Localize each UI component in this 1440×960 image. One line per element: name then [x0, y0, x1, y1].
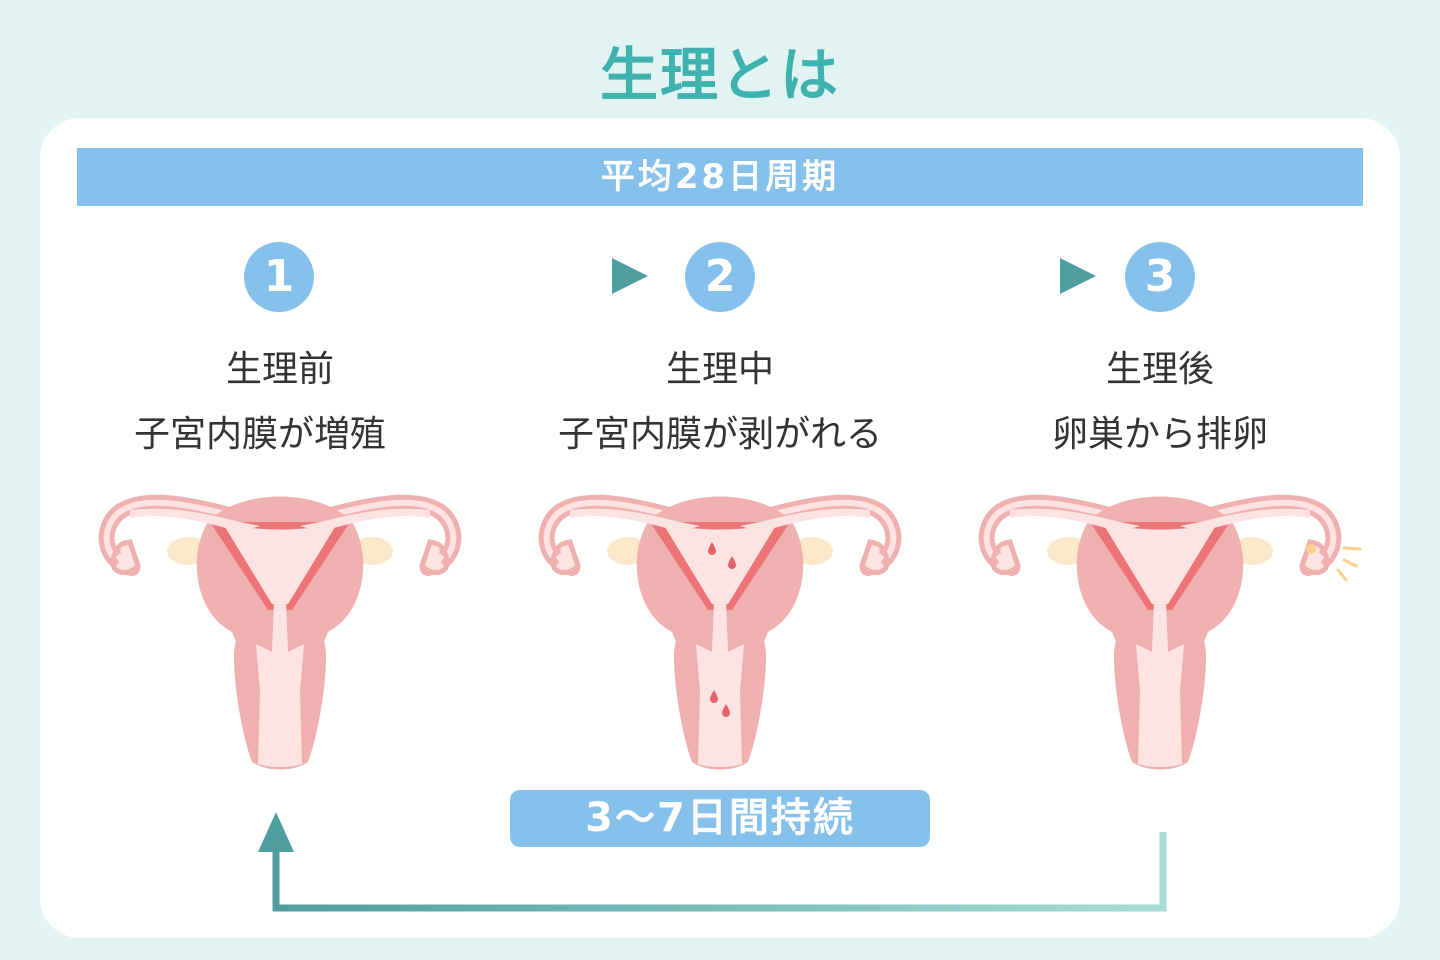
step-2-phase: 生理中: [665, 349, 774, 390]
step-3-phase: 生理後: [1105, 349, 1214, 390]
step-2-description: 子宮内膜が剥がれる: [557, 414, 882, 455]
step-1-description: 子宮内膜が増殖: [133, 414, 386, 455]
arrow-1-to-2: [340, 258, 648, 294]
step-number-1: 1: [244, 242, 314, 312]
uterus-illustration-after: [987, 497, 1362, 770]
cycle-banner: 平均28日周期: [77, 148, 1363, 206]
egg-icon: [1306, 544, 1316, 554]
step-3-description: 卵巣から排卵: [1051, 414, 1268, 455]
step-number-3: 3: [1125, 242, 1195, 312]
uterus-illustration-during: [547, 497, 894, 770]
page-title: 生理とは: [599, 41, 840, 109]
arrow-2-to-3: [788, 258, 1096, 294]
step-1-phase: 生理前: [225, 349, 334, 390]
uterus-illustration-before: [107, 497, 454, 770]
sparkle-icon: [1336, 546, 1362, 582]
step-number-2: 2: [685, 242, 755, 312]
duration-label: 3〜7日間持続: [510, 790, 930, 847]
return-arrow: [258, 812, 1167, 912]
